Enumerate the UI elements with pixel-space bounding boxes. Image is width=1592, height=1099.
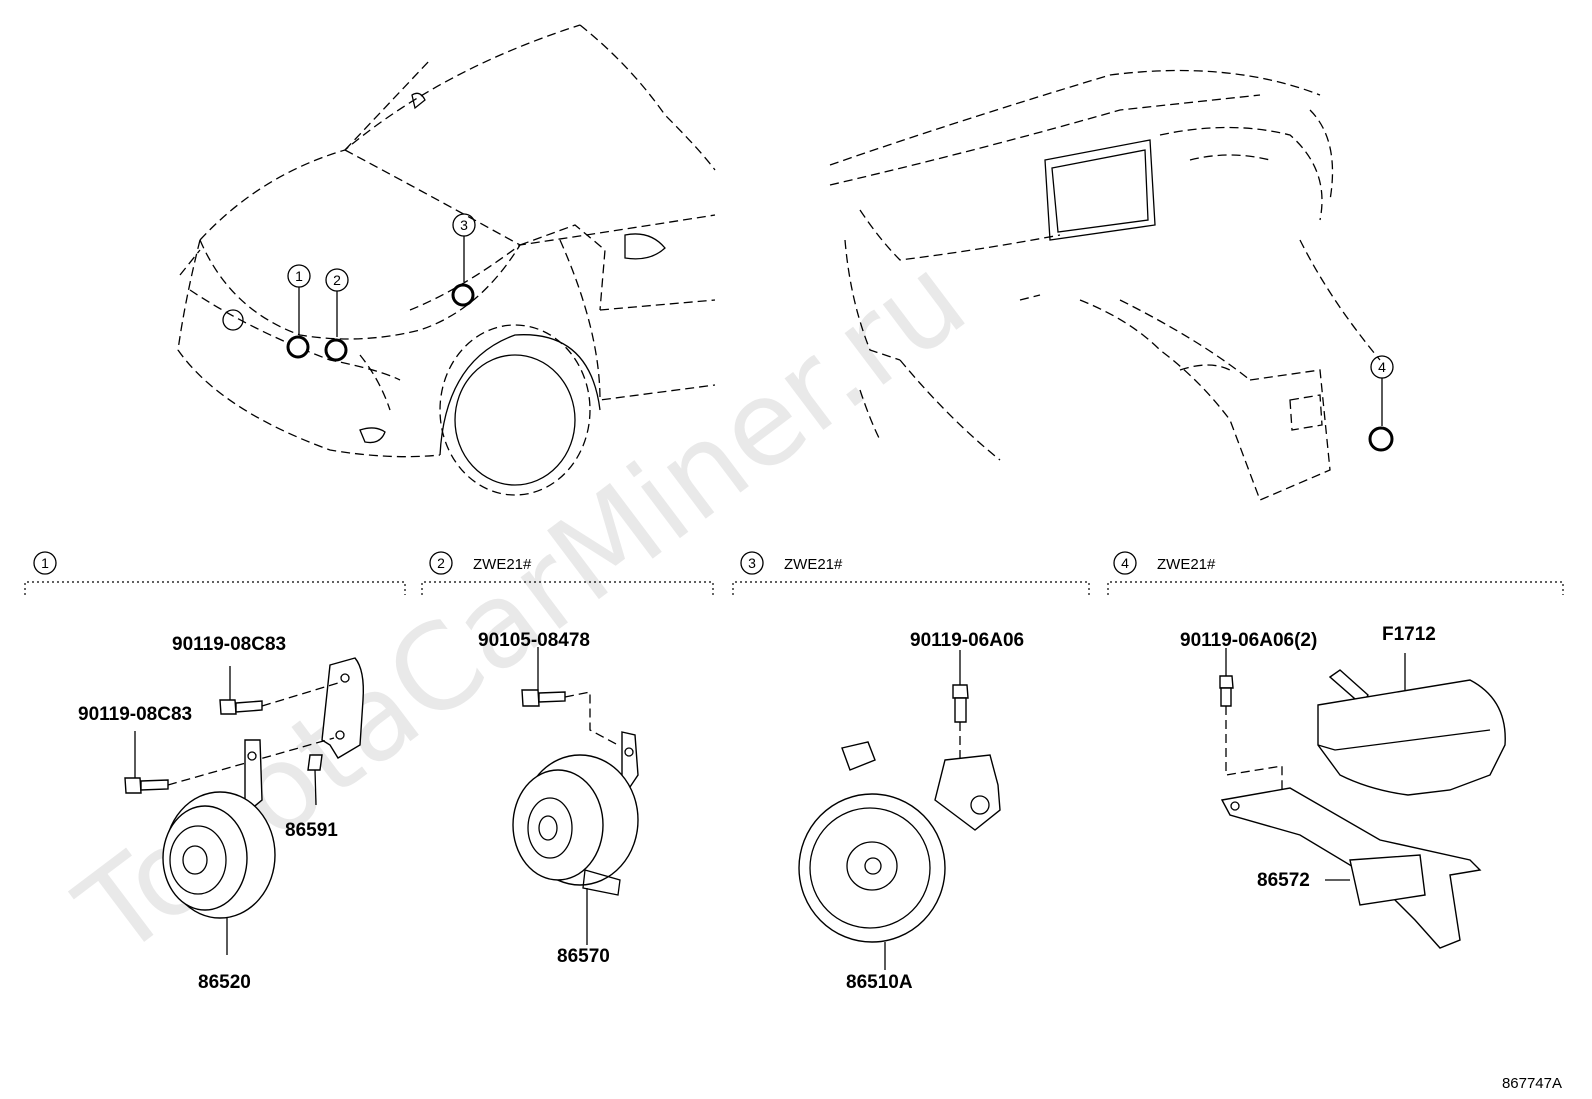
locator-marker-3: 3 xyxy=(451,213,476,307)
section-2-model: ZWE21# xyxy=(473,556,532,573)
part-label-86591: 86591 xyxy=(285,820,338,841)
svg-text:3: 3 xyxy=(748,555,756,571)
part-label-90119-06A06-2: 90119-06A06(2) xyxy=(1180,630,1317,651)
dashboard-illustration xyxy=(829,69,1381,501)
part-label-90119-08C83-a: 90119-08C83 xyxy=(172,634,286,655)
part-label-86510A: 86510A xyxy=(846,972,913,993)
svg-text:1: 1 xyxy=(295,268,303,284)
locator-marker-4: 4 xyxy=(1368,355,1394,452)
section-3-parts: 90119-06A06 86510A xyxy=(798,630,1024,993)
bolt-upper xyxy=(219,666,339,715)
section-header-1: 1 xyxy=(24,551,406,595)
svg-text:2: 2 xyxy=(437,555,445,571)
section-4-model: ZWE21# xyxy=(1157,556,1216,573)
car-front-illustration xyxy=(177,24,716,496)
part-label-86520: 86520 xyxy=(198,972,251,993)
part-label-F1712: F1712 xyxy=(1382,624,1436,645)
svg-text:1: 1 xyxy=(41,555,49,571)
diagram-id: 867747A xyxy=(1502,1075,1562,1092)
part-label-86572: 86572 xyxy=(1257,870,1310,891)
part-label-90119-06A06: 90119-06A06 xyxy=(910,630,1024,651)
part-label-90105-08478: 90105-08478 xyxy=(478,630,590,651)
svg-text:4: 4 xyxy=(1121,555,1129,571)
locator-marker-2: 2 xyxy=(324,268,349,362)
part-label-90119-08C83-b: 90119-08C83 xyxy=(78,704,192,725)
part-label-86570: 86570 xyxy=(557,946,610,967)
section-header-2: 2 ZWE21# xyxy=(421,551,714,595)
locator-marker-1: 1 xyxy=(286,264,311,359)
section-1-parts: 90119-08C83 90119-08C83 86591 86520 xyxy=(78,634,365,993)
section-3-model: ZWE21# xyxy=(784,556,843,573)
section-4-parts: 90119-06A06(2) F1712 86572 xyxy=(1180,624,1506,949)
section-2-parts: 90105-08478 86570 xyxy=(478,630,639,967)
svg-text:3: 3 xyxy=(460,217,468,233)
section-header-3: 3 ZWE21# xyxy=(732,551,1090,595)
svg-text:4: 4 xyxy=(1378,359,1386,375)
svg-text:2: 2 xyxy=(333,272,341,288)
section-header-4: 4 ZWE21# xyxy=(1107,551,1564,595)
